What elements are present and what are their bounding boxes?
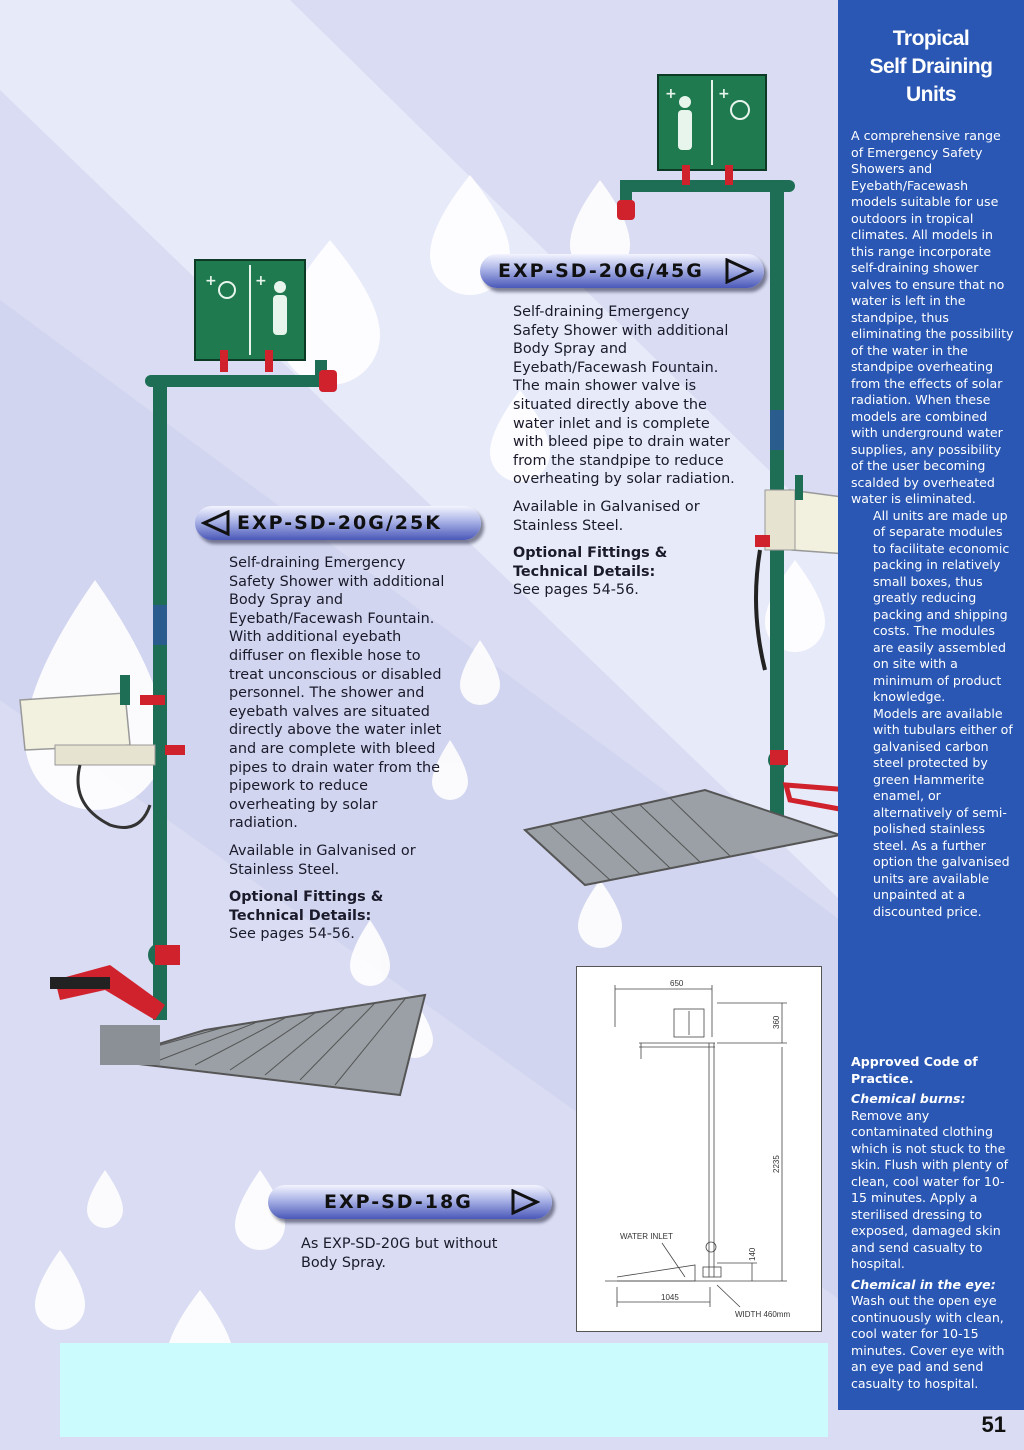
sidebar-title: Tropical Self Draining Units <box>838 25 1024 109</box>
model-banner-sd-20g-25k: EXP-SD-20G/25K <box>195 506 481 540</box>
chemical-eye-text: Wash out the open eye continuously with … <box>851 1293 1005 1391</box>
model-banner-sd-18g: EXP-SD-18G <box>268 1185 552 1219</box>
intro-paragraph-3: Models are available with tubulars eithe… <box>873 705 1013 919</box>
label-water-inlet: WATER INLET <box>620 1232 673 1241</box>
product-photo-sd-20g-25k: + + <box>19 259 427 1097</box>
description-text: Self-draining Emergency Safety Shower wi… <box>513 304 735 488</box>
arrow-right-icon <box>511 1189 540 1215</box>
footer-panel <box>60 1343 828 1437</box>
fittings-reference: See pages 54-56. <box>229 926 355 943</box>
sidebar-title-line-3: Units <box>906 83 957 106</box>
availability-text: Available in Galvanised or Stainless Ste… <box>513 498 700 534</box>
svg-text:+: + <box>255 273 267 289</box>
fittings-reference: See pages 54-56. <box>513 582 639 599</box>
availability-text: Available in Galvanised or Stainless Ste… <box>229 842 416 878</box>
fittings-heading: Optional Fittings & Technical Details: <box>513 545 668 580</box>
svg-text:+: + <box>205 273 217 289</box>
description-sd-18g: As EXP-SD-20G but without Body Spray. <box>301 1235 521 1281</box>
fittings-heading: Optional Fittings & Technical Details: <box>229 889 384 924</box>
description-sd-20g-45g: Self-draining Emergency Safety Shower wi… <box>513 303 738 609</box>
dim-inlet-height: 140 <box>748 1247 757 1261</box>
arrow-right-icon <box>725 258 754 284</box>
svg-text:+: + <box>718 86 730 102</box>
model-name-sd-20g-25k: EXP-SD-20G/25K <box>237 512 442 534</box>
dim-sign: 360 <box>772 1015 781 1029</box>
code-heading: Approved Code of Practice. <box>851 1054 978 1086</box>
svg-text:+: + <box>665 86 677 102</box>
sidebar-intro: A comprehensive range of Emergency Safet… <box>851 128 1016 920</box>
model-banner-sd-20g-45g: EXP-SD-20G/45G <box>480 254 764 288</box>
dim-top: 650 <box>670 979 684 988</box>
dim-height: 2235 <box>772 1155 781 1173</box>
chemical-burns-text: Remove any contaminated clothing which i… <box>851 1107 1009 1272</box>
product-photo-sd-20g-45g: + + <box>522 74 866 887</box>
sidebar: Tropical Self Draining Units A comprehen… <box>838 0 1024 1410</box>
model-name-sd-20g-45g: EXP-SD-20G/45G <box>498 260 704 282</box>
page-number: 51 <box>981 1412 1006 1437</box>
approved-code-of-practice: Approved Code of Practice. Chemical burn… <box>851 1054 1016 1392</box>
technical-drawing: 650 360 2235 140 WATER INLET 1045 WIDTH … <box>576 966 822 1332</box>
description-text: As EXP-SD-20G but without Body Spray. <box>301 1236 498 1271</box>
model-name-sd-18g: EXP-SD-18G <box>324 1191 473 1213</box>
description-text: Self-draining Emergency Safety Shower wi… <box>229 555 445 832</box>
intro-paragraph-1: A comprehensive range of Emergency Safet… <box>851 128 1014 506</box>
dim-base: 1045 <box>661 1293 679 1302</box>
chemical-burns-heading: Chemical burns: <box>851 1091 966 1106</box>
label-width: WIDTH 460mm <box>735 1310 790 1319</box>
arrow-left-icon <box>201 510 230 536</box>
description-sd-20g-25k: Self-draining Emergency Safety Shower wi… <box>229 554 449 953</box>
sidebar-title-line-2: Self Draining <box>869 55 993 78</box>
sidebar-title-line-1: Tropical <box>892 27 970 50</box>
chemical-eye-heading: Chemical in the eye: <box>851 1276 996 1292</box>
intro-paragraph-2: All units are made up of separate module… <box>873 507 1010 705</box>
